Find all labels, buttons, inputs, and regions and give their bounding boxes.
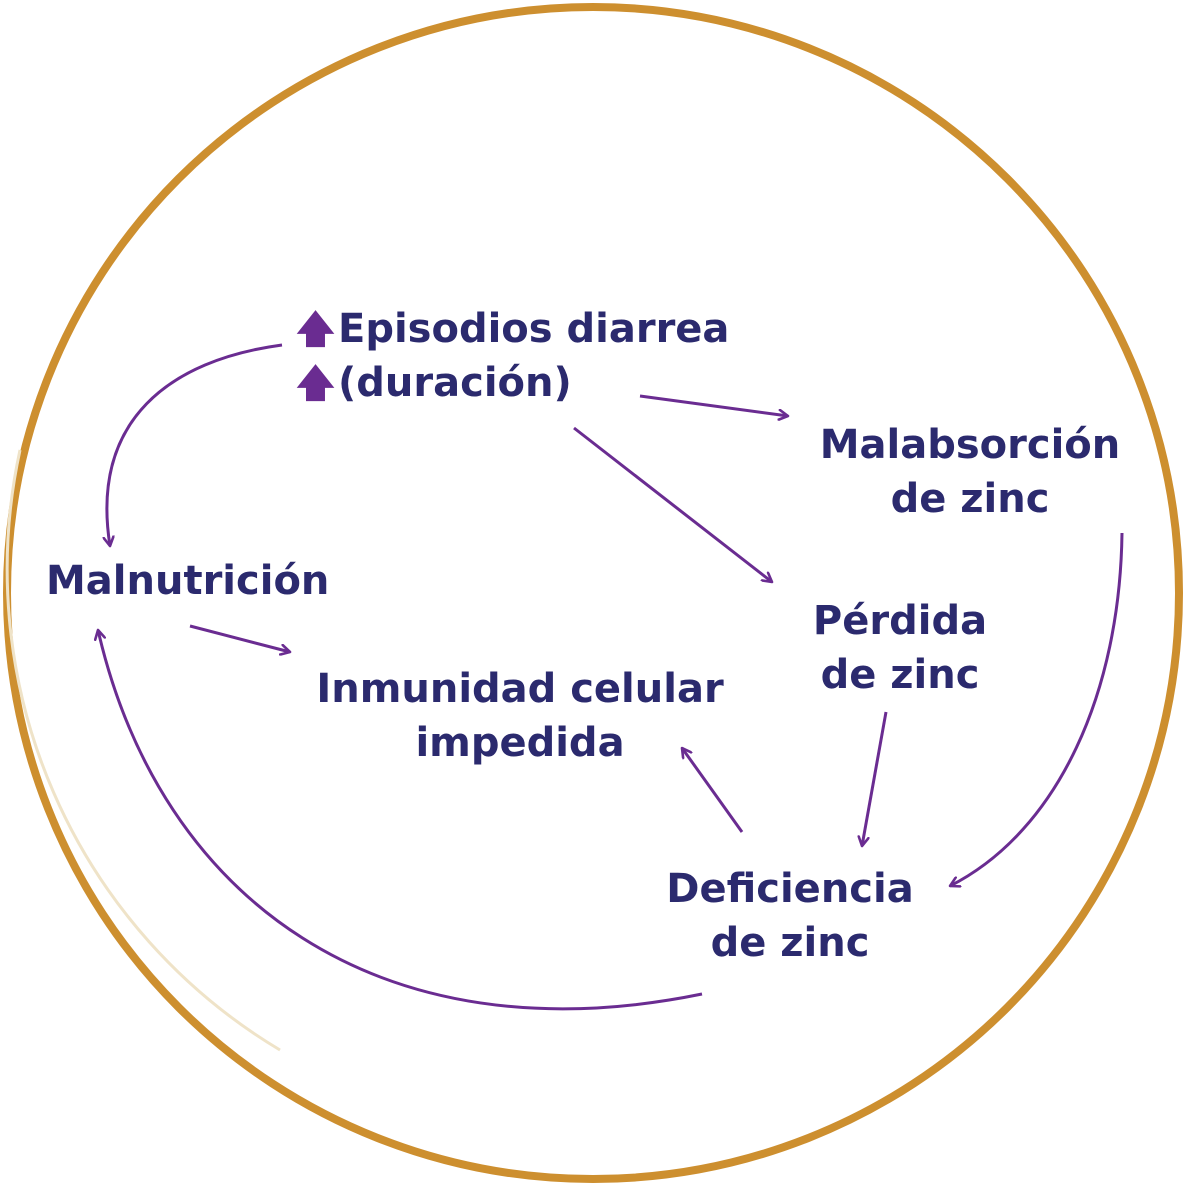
episodios-line1: Episodios diarrea (338, 306, 730, 352)
arrow-malabsorcion-to-deficiencia (950, 532, 1124, 886)
node-episodios: 🡅Episodios diarrea 🡅(duración) (296, 302, 729, 410)
perdida-line2: de zinc (820, 652, 980, 698)
arrow-episodios-to-malnutricion (107, 343, 283, 546)
arrow-episodios-to-perdida (573, 426, 772, 582)
arrow-malnutricion-to-inmunidad (189, 624, 290, 652)
node-perdida: Pérdida de zinc (780, 594, 1020, 702)
up-arrow-icon: 🡅 (296, 361, 336, 405)
malabsorcion-line2: de zinc (890, 476, 1050, 522)
node-inmunidad: Inmunidad celular impedida (280, 662, 760, 770)
arrow-episodios-to-malabsorcion (639, 394, 788, 416)
decorative-arc (5, 449, 281, 1052)
deficiencia-line2: de zinc (710, 920, 870, 966)
inmunidad-line2: impedida (415, 720, 625, 766)
arrow-perdida-to-deficiencia (862, 711, 888, 846)
node-deficiencia: Deficiencia de zinc (640, 862, 940, 970)
up-arrow-icon: 🡅 (296, 307, 336, 351)
deficiencia-line1: Deficiencia (666, 866, 914, 912)
arrow-deficiencia-to-malnutricion (98, 630, 703, 1011)
arrow-deficiencia-to-inmunidad (682, 748, 744, 833)
malnutricion-line1: Malnutrición (46, 558, 330, 604)
perdida-line1: Pérdida (812, 598, 988, 644)
node-malabsorcion: Malabsorción de zinc (800, 418, 1140, 526)
episodios-line2: (duración) (338, 360, 572, 406)
node-malnutricion: Malnutrición (46, 554, 329, 608)
inmunidad-line1: Inmunidad celular (316, 666, 724, 712)
malabsorcion-line1: Malabsorción (819, 422, 1121, 468)
